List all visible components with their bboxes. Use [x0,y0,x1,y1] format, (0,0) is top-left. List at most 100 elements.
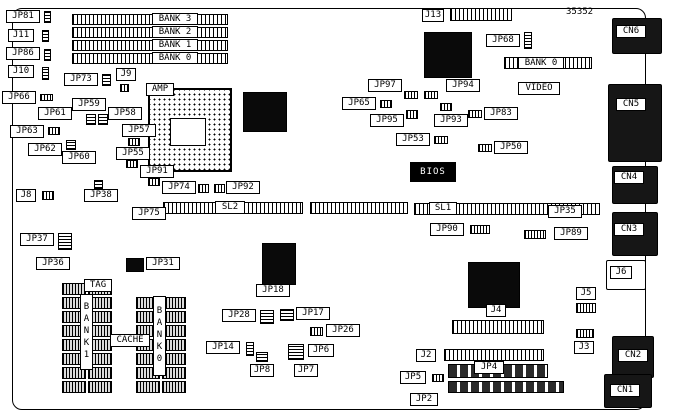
label-jp58: JP58 [108,107,142,120]
jumper-block [120,84,129,92]
jumper-block [44,11,51,23]
label-tag: TAG [84,279,112,292]
j4-chip [468,262,520,308]
jumper-block [470,225,490,234]
label-jp55: JP55 [116,147,150,160]
label-cn1: CN1 [610,384,640,397]
label-jp26: JP26 [326,324,360,337]
jumper-block [214,184,225,193]
bank2-slot [72,27,228,38]
cache-chip [88,381,112,393]
jumper-block [406,110,418,119]
label-j5: J5 [576,287,596,300]
label-cn3: CN3 [614,223,644,236]
jumper-block [198,184,209,193]
video-controller-chip [424,32,472,78]
jumper-block [148,178,160,186]
label-jp90: JP90 [430,223,464,236]
label-jp62: JP62 [28,143,62,156]
cpu-socket-inner [170,118,206,146]
label-jp14: JP14 [206,341,240,354]
label-j13: J13 [422,9,444,22]
label-jp91: JP91 [140,165,174,178]
label-jp68: JP68 [486,34,520,47]
jumper-block [260,310,274,324]
label-jp66: JP66 [2,91,36,104]
label-jp4: JP4 [474,361,504,374]
label-jp63: JP63 [10,125,44,138]
jumper-block [468,110,482,118]
label-jp92: JP92 [226,181,260,194]
label-jp36: JP36 [36,257,70,270]
jumper-block [524,32,532,49]
label-jp28: JP28 [222,309,256,322]
label-jp89: JP89 [554,227,588,240]
jumper-block [86,114,96,125]
jp18-chip [262,243,296,285]
label-jp8: JP8 [250,364,274,377]
label-jp7: JP7 [294,364,318,377]
label-j2: J2 [416,349,436,362]
label-jp97: JP97 [368,79,402,92]
label-j11: J11 [8,29,34,42]
label-jp31: JP31 [146,257,180,270]
label-jp38: JP38 [84,189,118,202]
jumper-block [58,233,72,250]
jumper-block [40,94,53,101]
label-video: VIDEO [518,82,560,95]
label-jp59: JP59 [72,98,106,111]
jumper-block [380,100,392,108]
sl2-slot-b [310,202,408,214]
label-jp65: JP65 [342,97,376,110]
label-j6: J6 [610,266,632,279]
jumper-block [432,374,444,382]
jumper-block [478,144,492,152]
connector-cn5 [608,84,662,162]
label-j4: J4 [486,304,506,317]
label-jp5: JP5 [400,371,426,384]
label-sl1: SL1 [429,202,457,215]
label-jp74: JP74 [162,181,196,194]
jumper-block [66,140,76,150]
label-bank-0: BANK 0 [518,57,564,69]
bank1-slot [72,40,228,51]
bank0-slot [72,53,228,64]
label-cn2: CN2 [618,349,648,362]
part-number: 35352 [566,7,594,17]
label-cn5: CN5 [616,98,646,111]
jumper-block [128,138,140,146]
label-sl2: SL2 [215,201,245,214]
jumper-pin-block [448,381,564,393]
label-j3: J3 [574,341,594,354]
label-bank-1: BANK 1 [152,39,198,51]
jumper-block [280,309,294,321]
label-jp73: JP73 [64,73,98,86]
label-cn4: CN4 [614,171,644,184]
label-jp60: JP60 [62,151,96,164]
cache-chip [62,367,86,379]
jumper-block [310,327,323,336]
label-cn6: CN6 [616,25,646,38]
label-jp83: JP83 [484,107,518,120]
cache-chip [136,381,160,393]
label-jp86: JP86 [6,47,40,60]
label-j9: J9 [116,68,136,81]
jumper-block [98,114,108,125]
jumper-block [576,329,594,338]
jumper-block [576,303,596,313]
label-bank-3: BANK 3 [152,13,198,25]
label-bank0: BANK0 [153,296,166,376]
cache-chip [88,367,112,379]
label-jp35: JP35 [548,205,582,218]
jp31-block [126,258,144,272]
bank3-slot [72,14,228,25]
label-jp50: JP50 [494,141,528,154]
jumper-block [48,127,60,135]
jumper-block [524,230,546,239]
label-j8: J8 [16,189,36,202]
jumper-block [440,103,452,111]
jumper-block [42,191,54,200]
jumper-block [42,30,49,42]
cache-chip [162,381,186,393]
label-jp2: JP2 [410,393,438,406]
